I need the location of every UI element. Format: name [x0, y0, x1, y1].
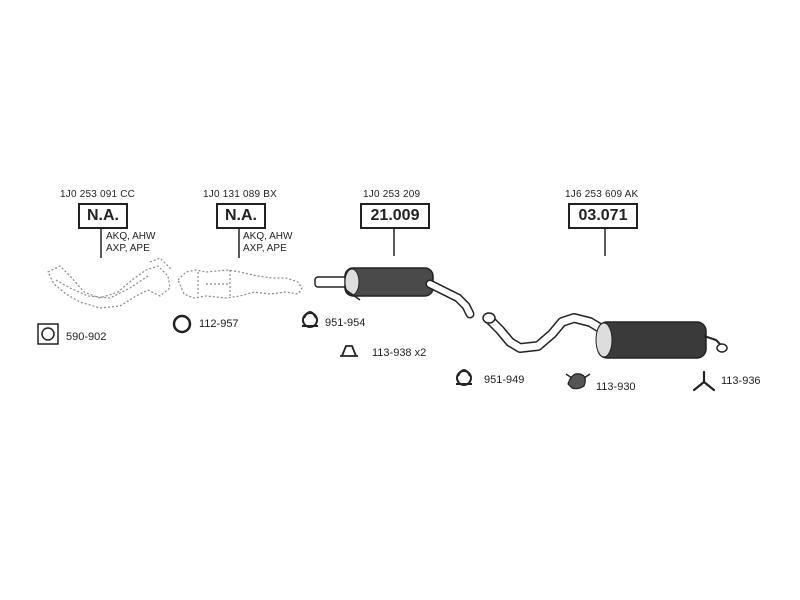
- oem-number: 1J0 253 209: [363, 189, 421, 200]
- oem-number: 1J0 253 091 CC: [60, 189, 136, 200]
- part-number-box[interactable]: N.A.: [78, 203, 128, 229]
- middle-silencer: [314, 267, 475, 319]
- engine-codes-line: AXP, APE: [106, 243, 150, 254]
- accessory-code: 112-957: [199, 318, 239, 330]
- oem-number: 1J6 253 609 AK: [565, 189, 639, 200]
- engine-codes: AKQ, AHW AXP, APE: [106, 231, 155, 255]
- silencer-end: [595, 322, 613, 358]
- outlet-pipe-inner: [427, 281, 473, 317]
- engine-codes: AKQ, AHW AXP, APE: [243, 231, 292, 255]
- engine-codes-line: AXP, APE: [243, 243, 287, 254]
- engine-codes-line: AKQ, AHW: [243, 231, 293, 242]
- bracket: [345, 289, 361, 301]
- pipe-flange: [482, 312, 496, 324]
- tailpipe-tip: [716, 343, 728, 353]
- rubber-hanger-icon: [565, 373, 591, 390]
- y-mount-icon: [692, 370, 716, 392]
- bracket-icon: [340, 345, 358, 357]
- accessory-code: 951-949: [484, 374, 525, 386]
- rear-pipe-inner: [484, 314, 604, 352]
- accessory-code: 113-930: [596, 381, 636, 393]
- front-pipe-dotted: [47, 257, 173, 309]
- inlet-pipe: [314, 276, 348, 288]
- clamp-icon: [302, 311, 318, 328]
- rear-silencer: [482, 312, 728, 359]
- engine-codes-line: AKQ, AHW: [106, 231, 156, 242]
- accessory-code: 590-902: [66, 331, 107, 343]
- part-number-box[interactable]: 03.071: [568, 203, 638, 229]
- ring-icon: [172, 314, 192, 334]
- leader-lines: [100, 228, 606, 258]
- accessory-code: 113-936: [721, 375, 761, 387]
- silencer-body: [597, 321, 707, 359]
- catalyst-dotted: [177, 269, 303, 299]
- part-number-box[interactable]: N.A.: [216, 203, 266, 229]
- part-number-box[interactable]: 21.009: [360, 203, 430, 229]
- accessory-code: 951-954: [325, 317, 366, 329]
- accessory-code: 113-938 x2: [372, 347, 427, 359]
- gasket-icon: [37, 323, 59, 345]
- oem-number: 1J0 131 089 BX: [203, 189, 277, 200]
- clamp-icon: [456, 369, 472, 386]
